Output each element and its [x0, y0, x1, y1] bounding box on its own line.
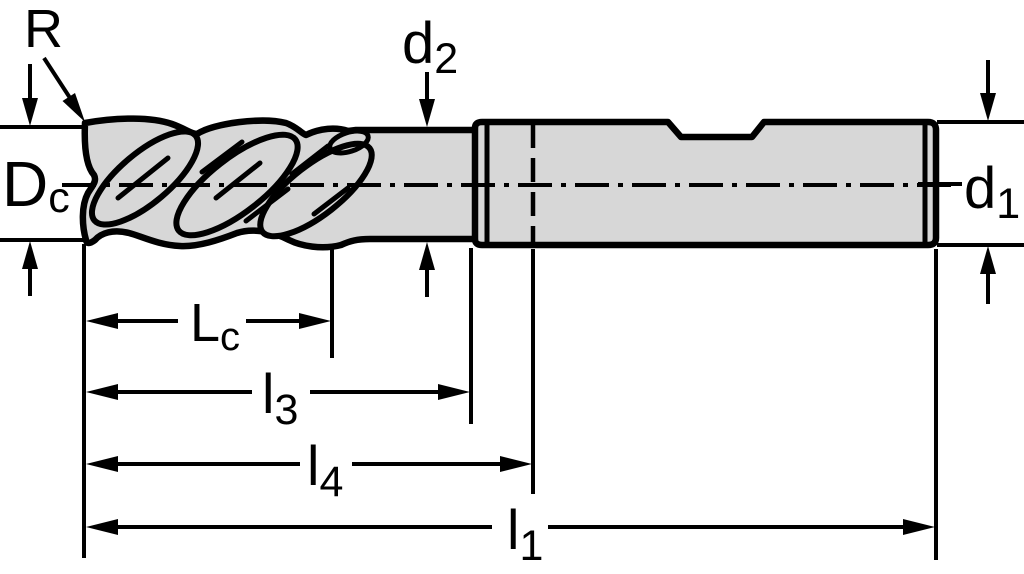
lc-right-arrowhead	[299, 313, 331, 329]
l1-left-arrowhead	[86, 519, 118, 535]
shank-diameter-label: d1	[964, 156, 1020, 228]
radius-leader-arrowhead	[62, 93, 85, 122]
corner-radius-label: R	[24, 0, 63, 59]
flute-edge-line-6	[311, 185, 351, 217]
d1-top-arrowhead	[980, 93, 996, 121]
lc-left-arrowhead	[86, 313, 118, 329]
corner-radius-callout: R	[24, 0, 85, 122]
flute-edge-line-2	[199, 139, 245, 175]
flute-runout-curl	[327, 128, 371, 156]
length-l3-dimension: l3	[86, 362, 470, 434]
flute-edge-line-5	[289, 143, 331, 177]
l4-right-arrowhead	[500, 456, 532, 472]
d2-top-arrowhead	[419, 99, 435, 127]
flute-length-label: Lc	[190, 293, 240, 359]
length-l4-label: l4	[307, 434, 343, 506]
l3-right-arrowhead	[438, 384, 470, 400]
cutting-diameter-dimension: Dc	[0, 64, 85, 296]
overall-length-label: l1	[507, 498, 543, 570]
l1-right-arrowhead	[903, 519, 935, 535]
overall-length-dimension: l1	[86, 498, 935, 570]
d1-bottom-arrowhead	[980, 246, 996, 274]
dc-top-arrowhead	[22, 98, 38, 126]
shank-diameter-dimension: d1	[918, 60, 1024, 304]
radius-leader-line	[42, 56, 74, 103]
length-l4-dimension: l4	[86, 434, 532, 506]
l3-left-arrowhead	[86, 384, 118, 400]
l4-left-arrowhead	[86, 456, 118, 472]
d2-bottom-arrowhead	[419, 242, 435, 270]
neck-diameter-dimension: d2	[402, 11, 458, 297]
length-l3-label: l3	[262, 362, 298, 434]
flute-edge-line-3	[213, 160, 263, 201]
cutting-diameter-label: Dc	[2, 148, 70, 222]
dc-bottom-arrowhead	[22, 241, 38, 269]
flute-edge-line-4	[243, 186, 291, 224]
flute-length-dimension: Lc	[86, 293, 331, 359]
neck-diameter-label: d2	[402, 11, 458, 83]
flute-edge-line-1	[115, 155, 171, 201]
